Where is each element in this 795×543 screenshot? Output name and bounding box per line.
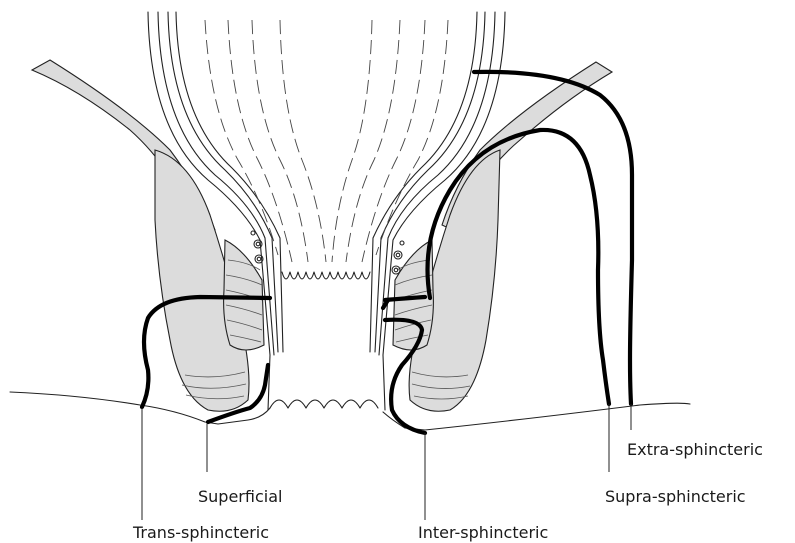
- internal-sphincter-left: [224, 240, 264, 350]
- label-inter-sphincteric: Inter-sphincteric: [418, 523, 548, 542]
- label-supra-sphincteric: Supra-sphincteric: [605, 487, 746, 506]
- skin-surface: [10, 392, 690, 430]
- mucosal-folds: [205, 20, 448, 262]
- label-extra-sphincteric: Extra-sphincteric: [627, 440, 763, 459]
- label-superficial: Superficial: [198, 487, 282, 506]
- anal-glands-left: [251, 231, 263, 263]
- label-trans-sphincteric: Trans-sphincteric: [132, 523, 269, 542]
- dentate-line: [270, 272, 378, 408]
